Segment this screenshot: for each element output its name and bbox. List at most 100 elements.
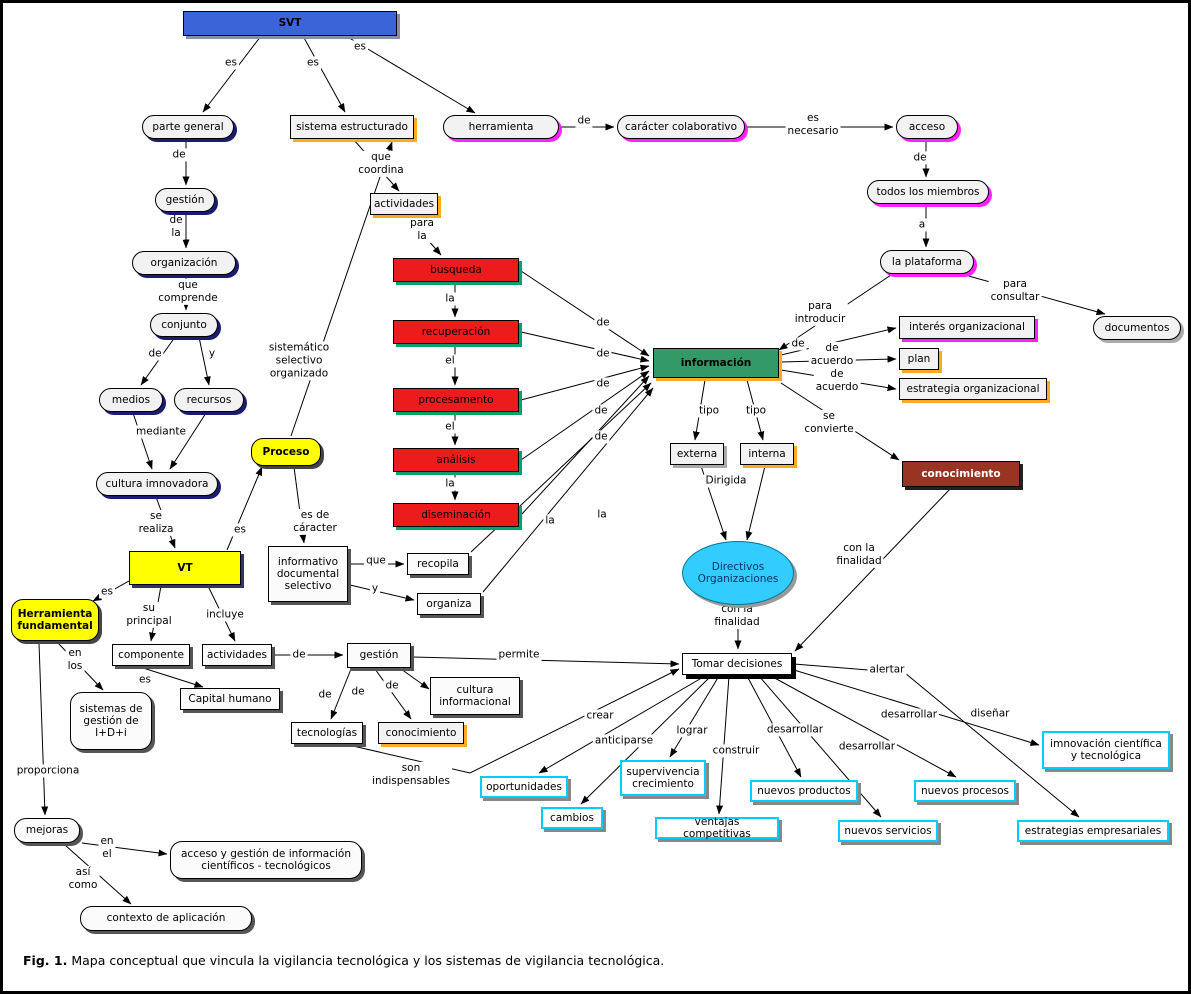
edge-line (330, 668, 352, 720)
node-supervivencia-crecimiento: supervivencia crecimiento (620, 760, 706, 796)
edge-label: de (592, 404, 610, 418)
edge-label: la (443, 477, 457, 491)
edge-label: y (206, 347, 218, 361)
edge-label: se convierte (802, 409, 856, 437)
edge-label: de (146, 347, 164, 361)
edge-label: desarrollar (878, 708, 940, 722)
node-organizacion: organización (132, 251, 236, 275)
node-interes-organizacional: interés organizacional (899, 316, 1035, 339)
node-nuevos-productos: nuevos productos (750, 780, 858, 802)
node-gestion-2: gestión (347, 643, 411, 668)
node-svt: SVT (183, 11, 397, 36)
edge-label: es de cáracter (291, 508, 339, 536)
edge-label: desarrollar (764, 723, 826, 737)
edge-line (349, 584, 415, 602)
edge-line (38, 642, 49, 816)
edge-line (226, 466, 263, 551)
edge-label: proporciona (14, 764, 82, 778)
edge-line (302, 35, 346, 113)
edge-label: de (170, 148, 188, 162)
edge-label: crear (584, 709, 616, 723)
edge-label: de (911, 151, 929, 165)
caption-text: Mapa conceptual que vincula la vigilanci… (71, 953, 665, 968)
edge-label: de (594, 377, 612, 391)
edge-label: de acuerdo (813, 367, 861, 395)
edge-label: mediante (134, 425, 188, 439)
node-diseminacion: diseminación (393, 503, 519, 527)
edge-label: son indispensables (370, 761, 452, 789)
edge-line (758, 675, 882, 818)
node-oportunidades: oportunidades (480, 776, 568, 798)
node-sistema-estructurado: sistema estructurado (290, 115, 414, 139)
node-nuevos-servicios: nuevos servicios (838, 820, 938, 842)
edge-line (793, 669, 1040, 746)
edge-label: tipo (696, 404, 722, 418)
node-busqueda: busqueda (393, 258, 519, 282)
node-informativo-documental: informativo documental selectivo (268, 546, 348, 602)
edge-label: la (595, 508, 609, 522)
edge-label: de (594, 316, 612, 330)
node-informacion: información (653, 348, 779, 378)
edge-label: de (316, 688, 334, 702)
edge-label: es (305, 56, 321, 70)
node-cambios: cambios (541, 807, 603, 829)
edge-label: el (443, 354, 457, 368)
edge-label: desarrollar (836, 740, 898, 754)
edge-line (81, 842, 168, 857)
edge-label: su principal (124, 601, 174, 629)
node-externa: externa (670, 443, 724, 465)
node-conjunto: conjunto (150, 313, 218, 337)
edge-label: y (369, 582, 381, 596)
node-recuperacion: recuperación (393, 320, 519, 344)
edge-label: en el (98, 834, 116, 862)
edge-label: Dirigida (703, 474, 749, 488)
edge-label: diseñar (968, 707, 1012, 721)
edge-line (374, 668, 412, 720)
node-documentos: documentos (1093, 316, 1181, 340)
edge-line (745, 465, 766, 541)
node-actividades-bottom: actividades (202, 644, 272, 666)
edge-label: de acuerdo (808, 341, 856, 369)
edge-label: con la finalidad (834, 541, 884, 569)
node-componente: componente (112, 644, 190, 666)
node-analisis: análisis (393, 448, 519, 472)
edge-line (538, 675, 706, 774)
edge-line (520, 270, 650, 357)
edge-label: tipo (743, 404, 769, 418)
node-parte-general: parte general (142, 115, 234, 139)
node-estrategia-organizacional: estrategia organizacional (899, 378, 1047, 400)
edge-label: lograr (674, 724, 710, 738)
node-interna: interna (740, 443, 794, 465)
edge-line (412, 656, 680, 668)
edge-label: de (383, 679, 401, 693)
edge-label: es necesario (785, 111, 841, 139)
edge-label: construir (710, 744, 762, 758)
node-herramienta-fundamental: Herramienta fundamental (11, 599, 99, 641)
edge-label: de (789, 337, 807, 351)
edge-label: que coordina (356, 150, 406, 178)
edge-label: la (443, 292, 457, 306)
edge-label: para consultar (988, 277, 1042, 305)
node-actividades-top: actividades (370, 193, 438, 215)
edge-label: es (232, 523, 248, 537)
edge-line (400, 668, 430, 690)
edge-line (140, 336, 176, 386)
edge-label: en los (65, 646, 85, 674)
edge-line (139, 666, 204, 688)
node-conocimiento-bottom: conocimiento (378, 722, 464, 744)
node-nuevos-procesos: nuevos procesos (914, 780, 1016, 802)
edge-line (520, 370, 650, 461)
edge-label: de (349, 685, 367, 699)
edge-line (352, 668, 680, 774)
edge-label: es (137, 673, 153, 687)
node-tomar-decisiones: Tomar decisiones (682, 653, 792, 675)
node-plan: plan (899, 348, 939, 370)
node-proceso: Proceso (251, 438, 321, 466)
edge-label: de (575, 114, 593, 128)
edge-line (669, 675, 720, 758)
node-medios: medios (99, 388, 163, 412)
node-capital-humano: Capital humano (180, 688, 280, 710)
edge-label: de (592, 430, 610, 444)
node-mejoras: mejoras (14, 818, 80, 843)
